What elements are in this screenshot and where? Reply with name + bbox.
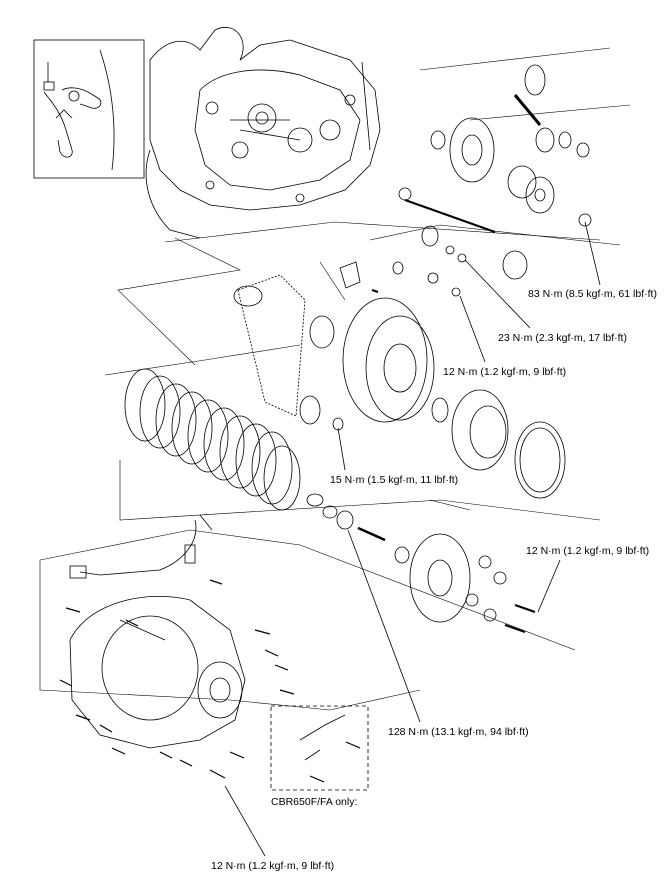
torque-label-83nm: 83 N·m (8.5 kgf·m, 61 lbf·ft) — [528, 288, 657, 300]
torque-label-12nm-top: 12 N·m (1.2 kgf·m, 9 lbf·ft) — [443, 366, 567, 378]
pressure-plate — [306, 493, 536, 633]
crankcase — [145, 27, 381, 239]
guide-lines-lower — [39, 529, 576, 711]
torque-label-128nm: 128 N·m (13.1 kgf·m, 94 lbf·ft) — [388, 726, 529, 738]
clutch-plates — [124, 368, 301, 511]
model-specific-box — [270, 705, 369, 791]
leader-lines — [224, 221, 601, 857]
primary-gear-parts — [339, 64, 592, 297]
wiring-harness — [69, 514, 213, 579]
cover-bolts — [59, 579, 361, 783]
clutch-cover — [69, 595, 246, 749]
torque-label-12nm-bottom: 12 N·m (1.2 kgf·m, 9 lbf·ft) — [211, 860, 335, 872]
guide-lines-upper — [117, 47, 631, 366]
inset-detail — [33, 39, 145, 179]
torque-label-23nm: 23 N·m (2.3 kgf·m, 17 lbf·ft) — [498, 332, 627, 344]
clutch-outer — [342, 297, 566, 499]
torque-label-15nm: 15 N·m (1.5 kgf·m, 11 lbf·ft) — [330, 474, 459, 486]
model-note-label: CBR650F/FA only: — [271, 796, 358, 808]
torque-label-12nm-springs: 12 N·m (1.2 kgf·m, 9 lbf·ft) — [526, 545, 650, 557]
guide-lines-middle — [104, 344, 601, 521]
chain-sprockets — [233, 274, 344, 431]
